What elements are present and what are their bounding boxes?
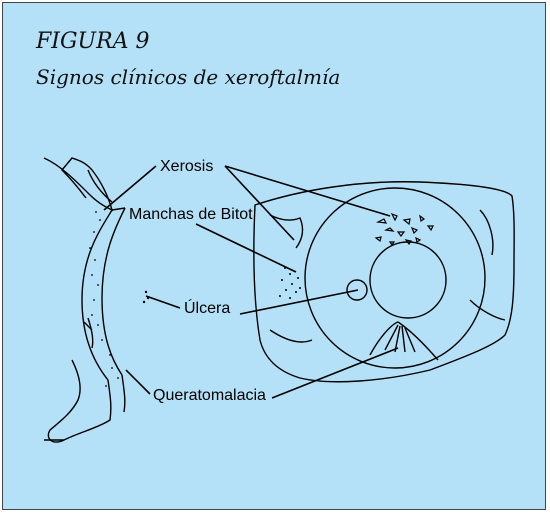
bitot-spots (279, 267, 301, 299)
label-ulcera: Úlcera (184, 298, 230, 317)
xerosis-patches (376, 214, 433, 245)
label-xerosis: Xerosis (160, 158, 213, 175)
cornea-stippling (89, 211, 149, 387)
eye-front-view (254, 182, 514, 382)
label-bitot: Manchas de Bitot (129, 206, 253, 223)
label-queratomalacia: Queratomalacia (153, 387, 266, 404)
eye-side-view (44, 158, 125, 442)
leader-lines (104, 166, 398, 398)
